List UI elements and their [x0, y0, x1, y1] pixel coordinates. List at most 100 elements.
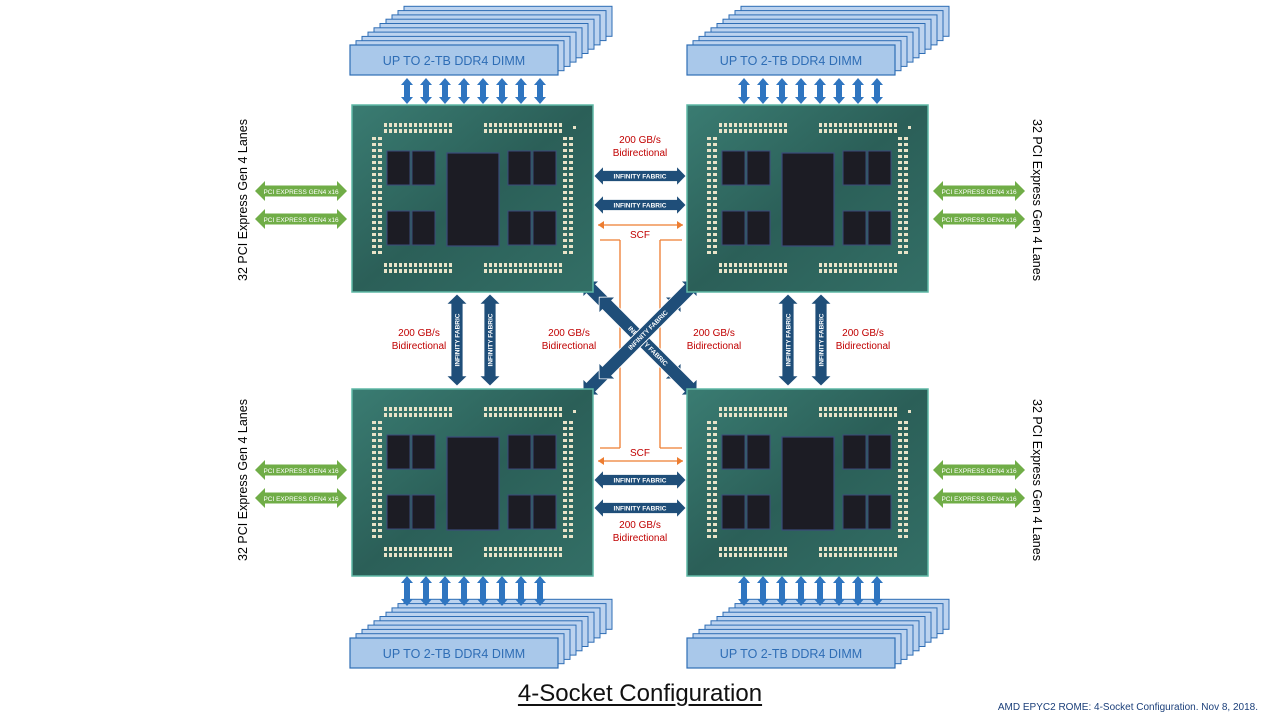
dimm-bank-top-left-channel-arrows: [401, 78, 546, 104]
bandwidth-bottom-sub: Bidirectional: [613, 533, 667, 544]
dimm-bank-top-left-channel-arrow: [477, 78, 489, 104]
pcie-arrow-right-3-label: PCI EXPRESS GEN4 x16: [941, 496, 1017, 503]
dimm-bank-top-left-channel-arrow: [439, 78, 451, 104]
dimm-bank-top-right-channel-arrow: [833, 78, 845, 104]
dimm-bank-top-left: UP TO 2-TB DDR4 DIMM: [349, 5, 613, 104]
dimm-bank-top-right-channel-arrow: [871, 78, 883, 104]
dimm-bank-bottom-right-channel-arrow: [776, 576, 788, 606]
fabric-left-2-label: INFINITY FABRIC: [487, 313, 494, 366]
socket-bottom-left-ccd-die: [532, 494, 557, 530]
bandwidth-center-left-sub: Bidirectional: [542, 341, 596, 352]
fabric-right-1-shape: [776, 293, 800, 387]
socket-top-right-ccd-die: [842, 150, 867, 186]
dimm-bank-bottom-left-channel-arrows: [401, 576, 546, 606]
dimm-bank-top-right-channel-arrow: [757, 78, 769, 104]
socket-top-right-io-die: [781, 152, 835, 247]
pcie-arrow-left-3: PCI EXPRESS GEN4 x16: [255, 488, 347, 508]
pcie-arrow-right-2-shape: [933, 460, 1025, 480]
dimm-bank-bottom-left-channel-arrow: [401, 576, 413, 606]
dimm-bank-top-right: UP TO 2-TB DDR4 DIMM: [686, 5, 950, 104]
dimm-bank-top-left-channel-arrow: [515, 78, 527, 104]
socket-top-right: [686, 104, 929, 293]
pcie-arrow-left-1: PCI EXPRESS GEN4 x16: [255, 209, 347, 229]
bandwidth-top-sub: Bidirectional: [613, 148, 667, 159]
socket-top-left-ccd-die: [532, 150, 557, 186]
dimm-banks: UP TO 2-TB DDR4 DIMM UP TO 2-TB DDR4 DIMM…: [349, 5, 950, 669]
socket-bottom-left-contact-pads: [372, 407, 573, 557]
pcie-arrow-left-2-label: PCI EXPRESS GEN4 x16: [263, 468, 339, 475]
dimm-bank-bottom-right-channel-arrow: [795, 576, 807, 606]
dimm-bank-top-left-channel-arrow: [401, 78, 413, 104]
dimm-bank-bottom-right-channel-arrow: [814, 576, 826, 606]
pcie-arrow-right-3-shape: [933, 488, 1025, 508]
bandwidth-bottom-value: 200 GB/s: [619, 520, 661, 531]
sockets: [351, 104, 929, 577]
fabric-left-1-shape: [445, 293, 469, 387]
scf-bottom-head-l: [598, 457, 604, 465]
dimm-bank-top-right-front-module: [686, 44, 896, 76]
dimm-bank-top-right-channel-arrow: [795, 78, 807, 104]
fabric-right-2-label: INFINITY FABRIC: [818, 313, 825, 366]
page-title: 4-Socket Configuration: [517, 680, 763, 707]
socket-top-right-ccd-die: [842, 210, 867, 246]
socket-bottom-left-ccd-die: [507, 494, 532, 530]
bandwidth-left-value: 200 GB/s: [398, 328, 440, 339]
socket-top-left-ccd-die: [411, 210, 436, 246]
bandwidth-left-sub: Bidirectional: [392, 341, 446, 352]
socket-bottom-left-pin1-marker: [573, 410, 576, 413]
socket-bottom-right-ccd-die: [842, 434, 867, 470]
dimm-bank-bottom-right-label: UP TO 2-TB DDR4 DIMM: [720, 647, 862, 661]
socket-top-left-ccd-die: [532, 210, 557, 246]
dimm-bank-bottom-left-front-module: [349, 637, 559, 669]
fabric-bottom-2-label: INFINITY FABRIC: [614, 505, 667, 512]
scf-top-head-r: [677, 221, 683, 229]
socket-bottom-right-io-die: [781, 436, 835, 531]
dimm-bank-top-left-channel-arrow: [496, 78, 508, 104]
scf-bottom-head-r: [677, 457, 683, 465]
scf-label-bottom: SCF: [630, 448, 650, 459]
pcie-arrow-left-2-shape: [255, 460, 347, 480]
socket-bottom-right-ccd-die: [867, 494, 892, 530]
pcie-arrow-left-1-shape: [255, 209, 347, 229]
fabric-top-1-label: INFINITY FABRIC: [614, 173, 667, 180]
socket-top-left-ccd-die: [411, 150, 436, 186]
dimm-bank-bottom-right-channel-arrow: [833, 576, 845, 606]
socket-bottom-left-io-die: [446, 436, 500, 531]
footnote: AMD EPYC2 ROME: 4-Socket Configuration. …: [997, 702, 1258, 713]
socket-top-right-ccd-die: [746, 150, 771, 186]
pcie-arrow-right-1-shape: [933, 209, 1025, 229]
fabric-bottom-2-shape: [593, 497, 687, 519]
pcie-arrow-left-3-label: PCI EXPRESS GEN4 x16: [263, 496, 339, 503]
pcie-lanes-label-bottom-right: 32 PCI Express Gen 4 Lanes: [1029, 399, 1044, 561]
dimm-bank-top-right-channel-arrow: [776, 78, 788, 104]
fabric-left-1-label: INFINITY FABRIC: [454, 313, 461, 366]
dimm-bank-bottom-left: UP TO 2-TB DDR4 DIMM: [349, 576, 613, 669]
dimm-bank-top-right-channel-arrow: [814, 78, 826, 104]
bandwidth-right-sub: Bidirectional: [836, 341, 890, 352]
socket-bottom-left-ccd-die: [386, 434, 411, 470]
socket-bottom-right-ccd-die: [746, 434, 771, 470]
socket-bottom-right: [686, 388, 929, 577]
fabric-top-2: INFINITY FABRIC: [593, 194, 687, 216]
pcie-arrow-right-2-label: PCI EXPRESS GEN4 x16: [941, 468, 1017, 475]
bandwidth-center-right-value: 200 GB/s: [693, 328, 735, 339]
dimm-bank-bottom-right-channel-arrow: [871, 576, 883, 606]
pcie-arrow-right-2: PCI EXPRESS GEN4 x16: [933, 460, 1025, 480]
fabric-bottom-1: INFINITY FABRIC: [593, 469, 687, 491]
socket-top-left-ccd-die: [386, 150, 411, 186]
socket-bottom-left: [351, 388, 594, 577]
dimm-bank-bottom-left-label: UP TO 2-TB DDR4 DIMM: [383, 647, 525, 661]
dimm-bank-top-left-front-module: [349, 44, 559, 76]
fabric-bottom-1-shape: [593, 469, 687, 491]
socket-bottom-right-ccd-die: [721, 434, 746, 470]
fabric-left-1: INFINITY FABRIC: [445, 293, 469, 387]
bandwidth-center-right-sub: Bidirectional: [687, 341, 741, 352]
socket-bottom-right-ccd-die: [867, 434, 892, 470]
bandwidth-top-value: 200 GB/s: [619, 135, 661, 146]
fabric-bottom-1-label: INFINITY FABRIC: [614, 477, 667, 484]
